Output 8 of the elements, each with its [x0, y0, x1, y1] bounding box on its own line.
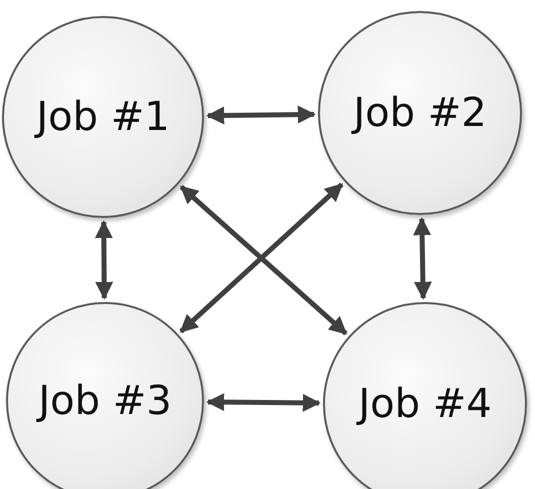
node-label: Job #1 [36, 94, 170, 140]
node-label: Job #3 [38, 378, 172, 424]
node-label: Job #2 [353, 90, 487, 136]
double-arrow [206, 106, 316, 124]
double-arrow [413, 217, 432, 300]
double-arrow [206, 393, 321, 412]
double-arrow [94, 220, 114, 300]
node-label: Job #4 [358, 381, 492, 427]
